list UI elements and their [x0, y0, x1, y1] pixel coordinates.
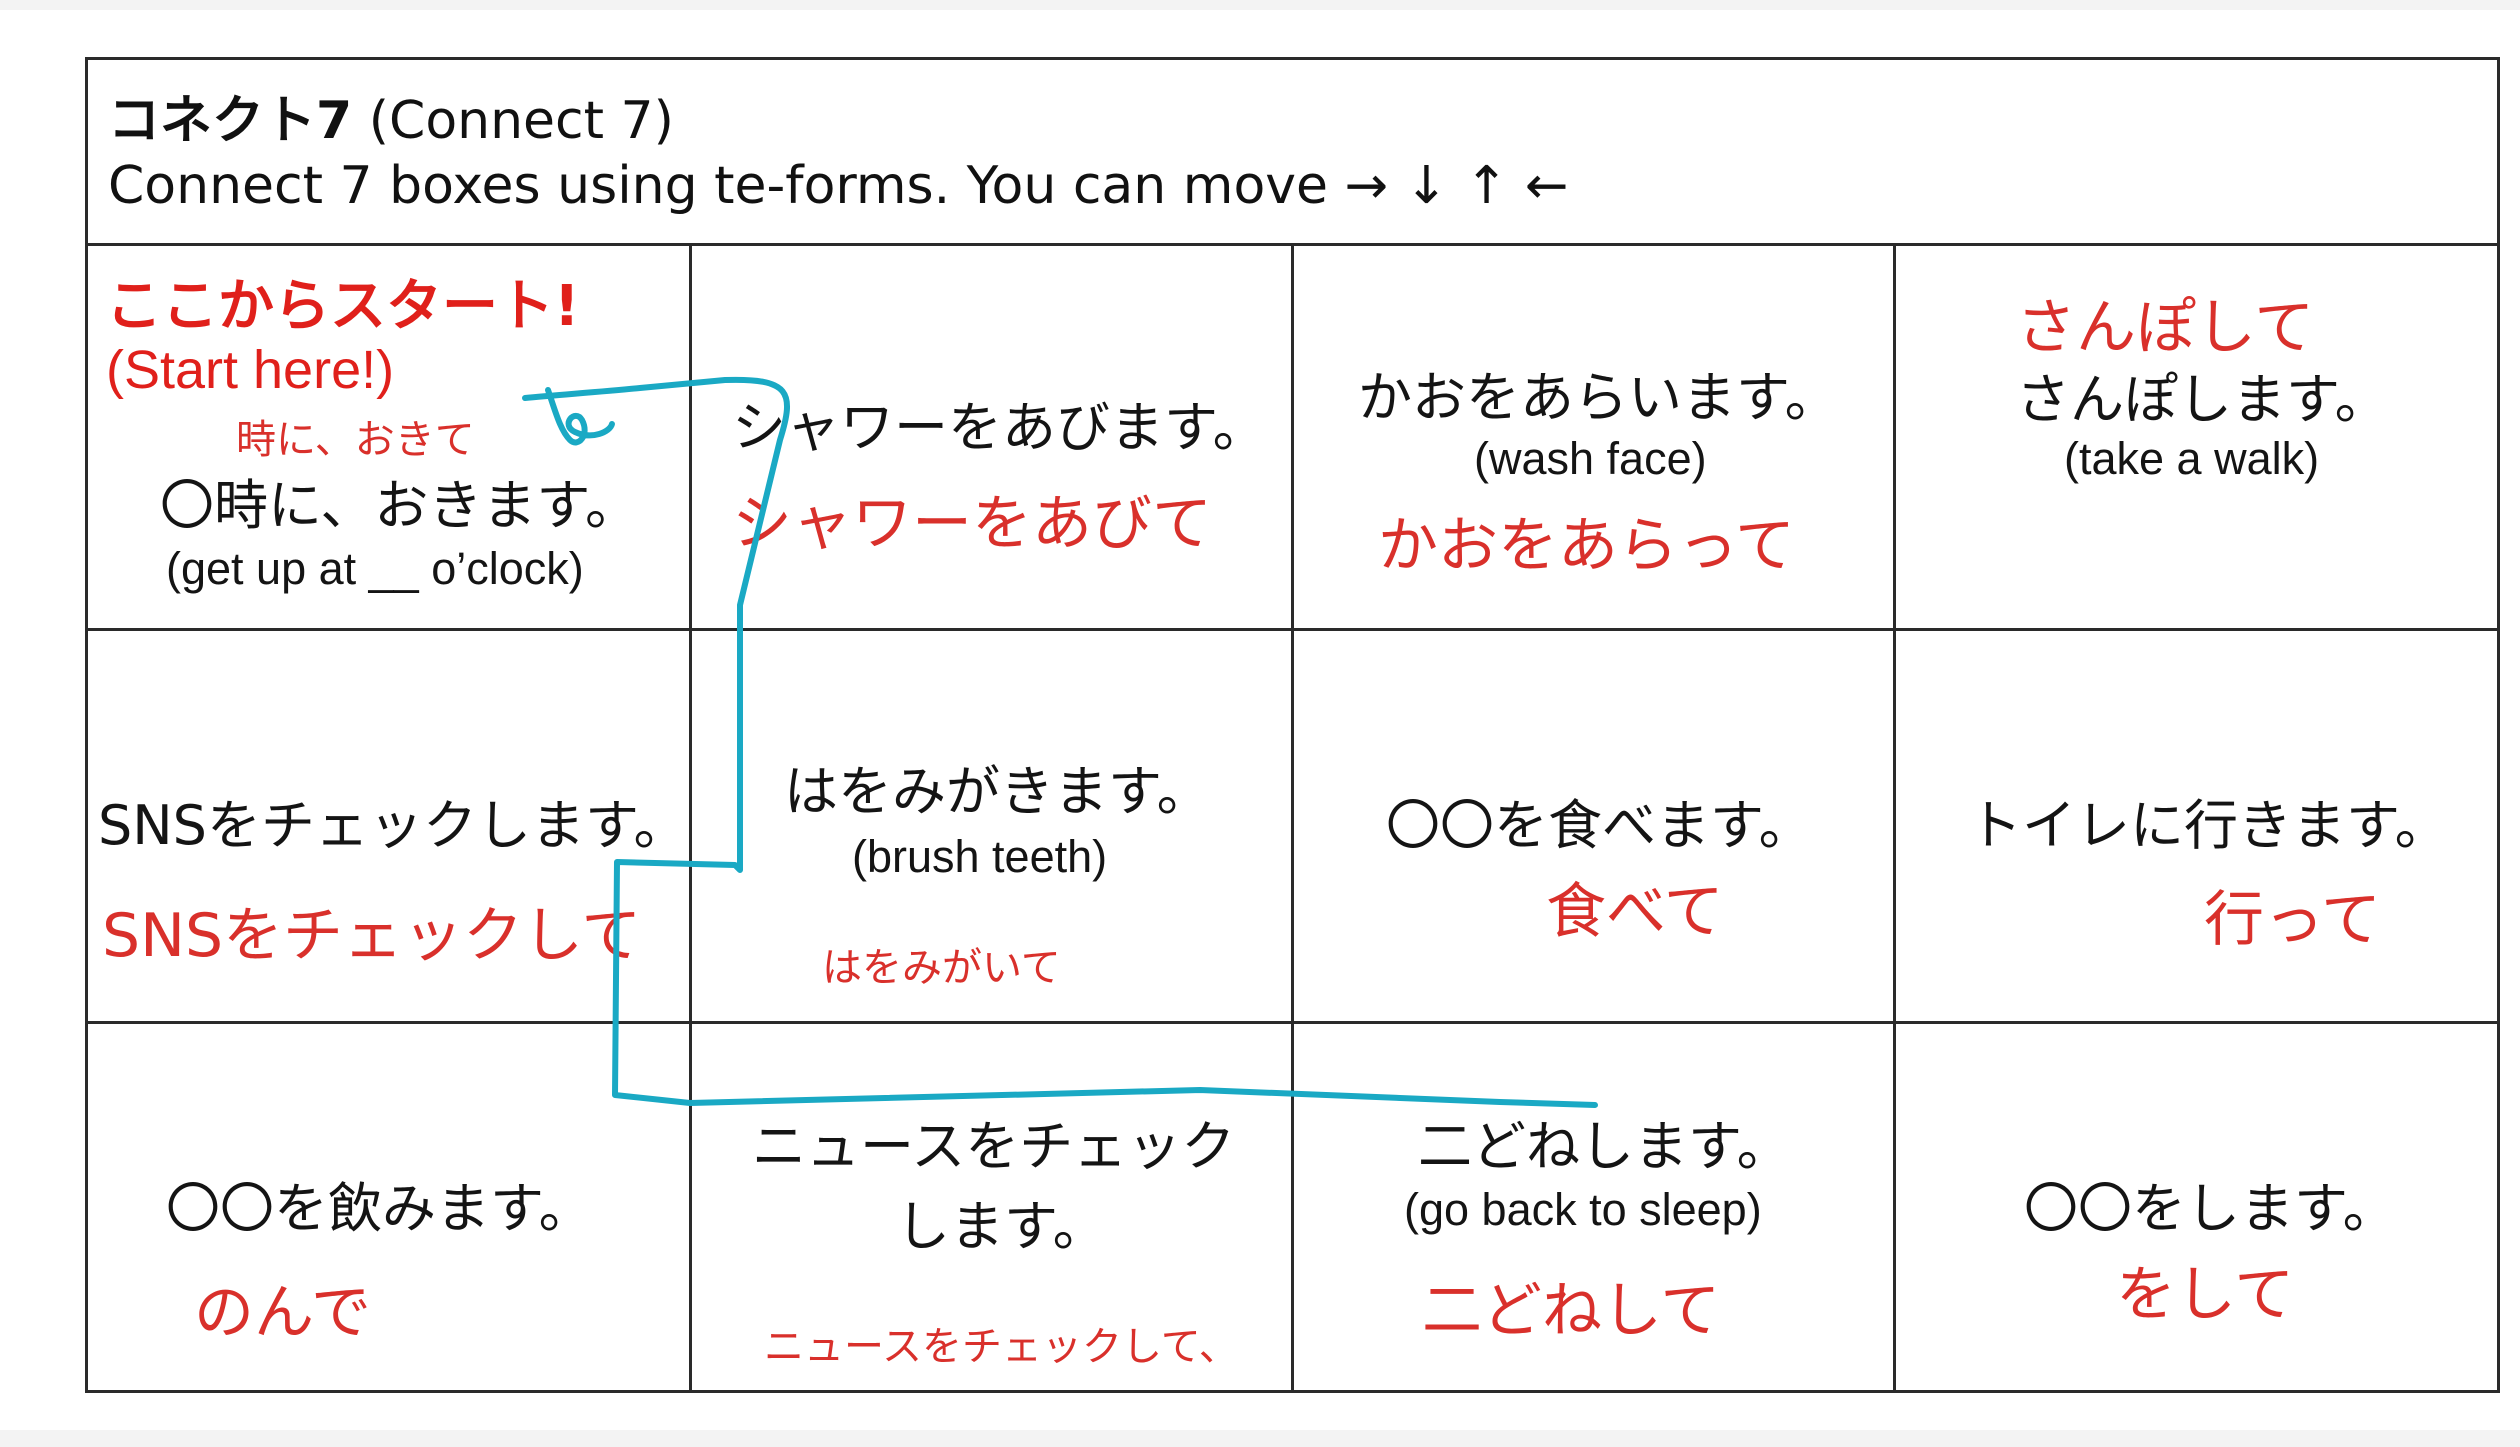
cell-english-text: (get up at __ o’clock) [166, 543, 584, 594]
cell-english-text: (brush teeth) [852, 831, 1108, 882]
cell-answer-text: をして [2116, 1260, 2295, 1330]
cell-r2c1: SNSをチェックします。 SNSをチェックして [88, 631, 692, 1024]
cell-r2c3: 〇〇を食べます。 食べて [1294, 631, 1896, 1024]
cell-r3c4: 〇〇をします。 をして [1896, 1024, 2497, 1390]
cell-main-text: かおをあらいます。 [1358, 366, 1839, 429]
cell-main-text: トイレに行きます。 [1968, 794, 2449, 857]
cell-main-text: シャワーをあびます。 [732, 396, 1267, 459]
worksheet-page: コネクト7 (Connect 7) Connect 7 boxes using … [0, 10, 2520, 1430]
cell-main-text: 〇時に、おきます。 [160, 474, 639, 537]
cell-r1c2: シャワーをあびます。 シャワーをあびて [692, 243, 1294, 631]
cell-answer-text: SNSをチェックして [102, 901, 642, 971]
cell-r1c3: かおをあらいます。 (wash face) かおをあらって [1294, 243, 1896, 631]
cell-main-text-line2: します。 [896, 1195, 1107, 1258]
title-english: (Connect 7) [368, 91, 674, 151]
cell-main-text: 〇〇を食べます。 [1386, 794, 1813, 857]
cell-main-text: 〇〇をします。 [2024, 1177, 2397, 1240]
cell-english-text: (take a walk) [2064, 433, 2320, 484]
cell-main-text: SNSをチェックします。 [98, 794, 688, 857]
cell-r2c2: はをみがきます。 (brush teeth) はをみがいて [692, 631, 1294, 1024]
connect7-worksheet: コネクト7 (Connect 7) Connect 7 boxes using … [85, 57, 2500, 1393]
cell-answer-text: 二どねして [1422, 1276, 1721, 1346]
cell-answer-text: シャワーをあびて [732, 489, 1212, 559]
cell-english-text: (go back to sleep) [1404, 1184, 1762, 1235]
cell-english-text: (wash face) [1474, 433, 1707, 484]
cell-answer-text: はをみがいて [822, 945, 1061, 991]
cell-answer-text: さんぽして [2016, 293, 2315, 363]
cell-answer-text: ニュースをチェックして、 [764, 1324, 1239, 1370]
cell-main-text: 〇〇を飲みます。 [166, 1177, 593, 1240]
start-label-en: (Start here!) [106, 340, 395, 400]
start-label-jp: ここからスタート! [106, 274, 580, 339]
cell-r3c2: ニュースをチェック します。 ニュースをチェックして、 [692, 1024, 1294, 1390]
cell-main-text: 二どねします。 [1418, 1115, 1791, 1178]
cell-answer-text: かおをあらって [1378, 511, 1795, 581]
cell-r3c1: 〇〇を飲みます。 のんで [88, 1024, 692, 1390]
title-japanese: コネクト7 [108, 91, 353, 151]
connect7-grid: ここからスタート! (Start here!) 時に、おきて 〇時に、おきます。… [88, 243, 2497, 1390]
cell-main-text: さんぽします。 [2016, 368, 2389, 431]
cell-r2c4: トイレに行きます。 行って [1896, 631, 2497, 1024]
worksheet-title: コネクト7 (Connect 7) [108, 78, 674, 153]
cell-main-text-line1: ニュースをチェック [752, 1115, 1236, 1178]
handwritten-note: 時に、おきて [236, 417, 475, 463]
cell-r3c3: 二どねします。 (go back to sleep) 二どねして [1294, 1024, 1896, 1390]
worksheet-header: コネクト7 (Connect 7) Connect 7 boxes using … [88, 60, 2497, 246]
cell-main-text: はをみがきます。 [784, 760, 1211, 823]
cell-r1c4: さんぽして さんぽします。 (take a walk) [1896, 243, 2497, 631]
cell-answer-text: 食べて [1546, 877, 1724, 947]
instruction-text: Connect 7 boxes using te-forms. You can … [108, 156, 1569, 216]
cell-answer-text: のんで [194, 1278, 371, 1348]
cell-answer-text: 行って [2204, 885, 2381, 955]
cell-r1c1: ここからスタート! (Start here!) 時に、おきて 〇時に、おきます。… [88, 243, 692, 631]
